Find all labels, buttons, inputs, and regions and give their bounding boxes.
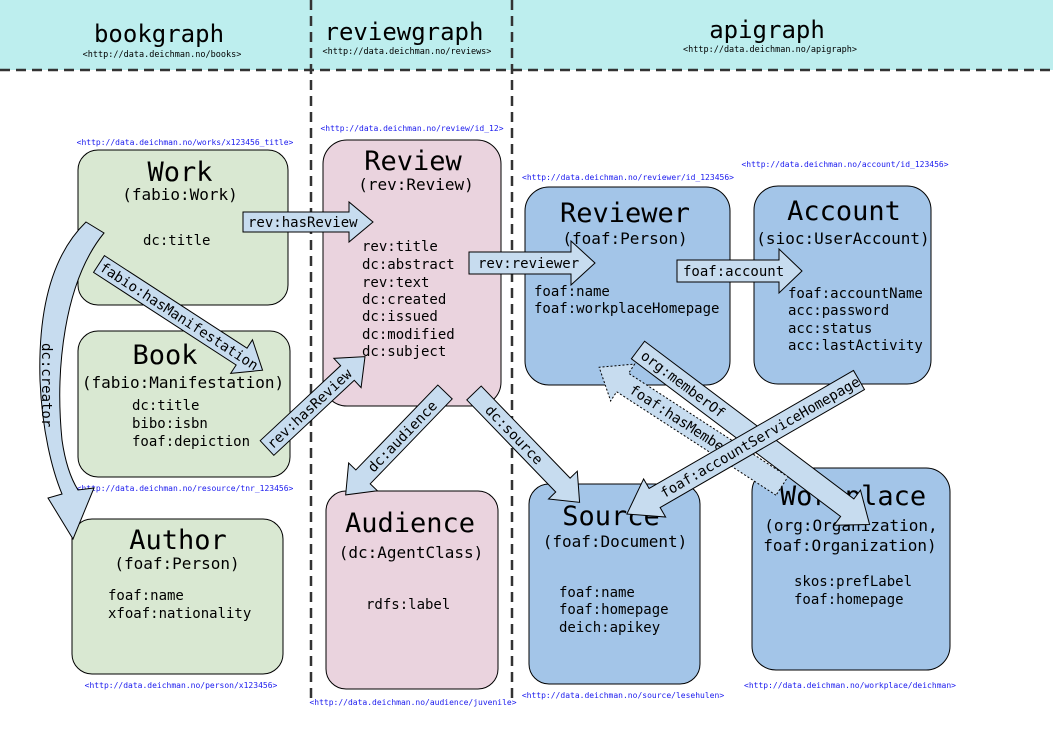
work-has-review-label: rev:hasReview [248,215,358,231]
reviewer-title: Reviewer [560,198,690,229]
account-prop: acc:password [788,303,889,319]
review-prop: rev:title [362,239,438,255]
review-prop: dc:modified [362,327,455,343]
dc-creator-arrow [39,221,105,541]
source-type: (foaf:Document) [543,532,688,551]
account-prop: acc:lastActivity [788,338,923,354]
audience-uri: <http://data.deichman.no/audience/juveni… [309,698,516,707]
review-prop: rev:text [362,275,429,291]
graph-header-band [0,0,1053,70]
author-uri: <http://data.deichman.no/person/x123456> [85,681,278,690]
book-title: Book [132,340,197,371]
reviewer-label: rev:reviewer [478,256,579,272]
review-prop: dc:abstract [362,257,455,273]
review-prop: dc:created [362,292,446,308]
author-box [71,518,284,675]
author-type: (foaf:Person) [114,554,239,573]
workplace-type-line2: foaf:Organization) [763,536,936,555]
dc-creator-label: dc:creator [38,343,54,427]
book-prop: foaf:depiction [132,434,250,450]
author-prop: xfoaf:nationality [108,606,251,622]
review-title: Review [364,146,462,177]
account-uri: <http://data.deichman.no/account/id_1234… [741,160,948,169]
reviewer-type: (foaf:Person) [562,229,687,248]
source-prop: deich:apikey [559,620,660,636]
account-type: (sioc:UserAccount) [756,229,929,248]
account-prop: foaf:accountName [788,286,923,302]
work-uri: <http://data.deichman.no/works/x123456_t… [77,138,294,147]
audience-prop: rdfs:label [366,597,450,613]
source-prop: foaf:name [559,585,635,601]
reviewgraph-title: reviewgraph [325,18,484,46]
source-prop: foaf:homepage [559,602,669,618]
account-prop: acc:status [788,321,872,337]
workplace-type: (org:Organization, [764,516,937,535]
work-type: (fabio:Work) [122,185,238,204]
account-title: Account [787,196,901,227]
work-prop: dc:title [143,233,210,249]
apigraph-uri: <http://data.deichman.no/apigraph> [683,45,857,55]
reviewer-uri: <http://data.deichman.no/reviewer/id_123… [522,173,734,182]
audience-type: (dc:AgentClass) [339,543,484,562]
workplace-uri: <http://data.deichman.no/workplace/deich… [744,681,956,690]
reviewer-prop: foaf:name [534,284,610,300]
source-box [528,483,701,685]
audience-box [325,490,499,690]
book-prop: bibo:isbn [132,416,208,432]
review-prop: dc:issued [362,309,438,325]
bookgraph-uri: <http://data.deichman.no/books> [83,50,242,60]
audience-title: Audience [345,508,475,539]
book-uri: <http://data.deichman.no/resource/tnr_12… [77,484,294,493]
account-label: foaf:account [683,264,784,280]
review-uri: <http://data.deichman.no/review/id_12> [320,124,503,133]
author-title: Author [129,525,227,556]
apigraph-title: apigraph [709,16,825,44]
review-prop: dc:subject [362,344,446,360]
author-prop: foaf:name [108,588,184,604]
source-label: dc:source [481,403,545,469]
reviewer-prop: foaf:workplaceHomepage [534,301,719,317]
account-arrow: foaf:account [676,247,803,295]
book-type: (fabio:Manifestation) [82,373,284,392]
workplace-prop: foaf:homepage [794,592,904,608]
workplace-box [751,467,951,671]
audience-label: dc:audience [365,398,441,476]
reviewgraph-uri: <http://data.deichman.no/reviews> [323,47,492,57]
workplace-prop: skos:prefLabel [794,574,912,590]
book-prop: dc:title [132,398,199,414]
reviewer-arrow: rev:reviewer [468,239,596,287]
source-uri: <http://data.deichman.no/source/lesehule… [522,691,724,700]
work-title: Work [147,157,212,188]
bookgraph-title: bookgraph [94,20,224,48]
work-has-review-arrow: rev:hasReview [242,200,374,244]
review-type: (rev:Review) [358,175,474,194]
